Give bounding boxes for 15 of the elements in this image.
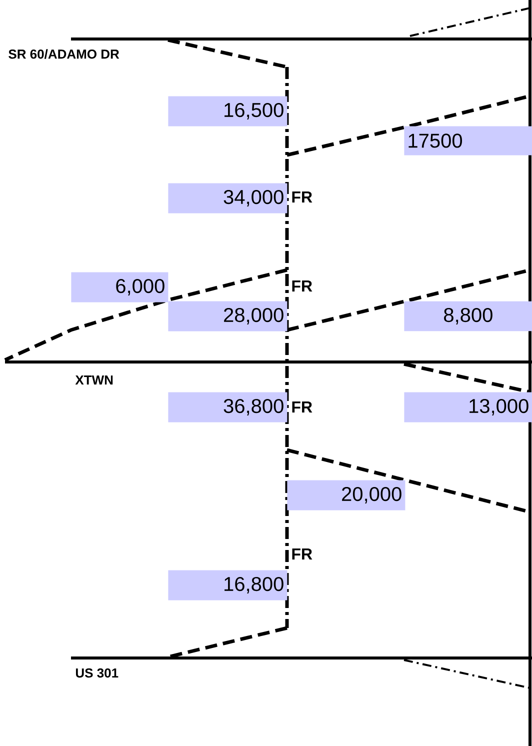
road-name: US 301: [76, 668, 118, 678]
ramp-label: FR: [292, 548, 312, 560]
volume-box: 16,800: [168, 570, 288, 600]
volume-box: 36,800: [168, 392, 288, 422]
volume-box: 28,000: [168, 301, 288, 332]
volume-box: 34,000: [168, 183, 288, 214]
volume-box: 20,000: [287, 480, 406, 510]
road-name: SR 60/ADAMO DR: [8, 49, 120, 59]
ramp-label: FR: [292, 280, 312, 292]
volume-box: 13,000: [404, 392, 532, 422]
volume-box: 6,000: [71, 272, 168, 302]
volume-box: 16,500: [168, 96, 288, 126]
volume-box: 17500: [404, 126, 532, 156]
volume-box: 8,800: [404, 301, 532, 332]
road-name: XTWN: [75, 376, 113, 384]
